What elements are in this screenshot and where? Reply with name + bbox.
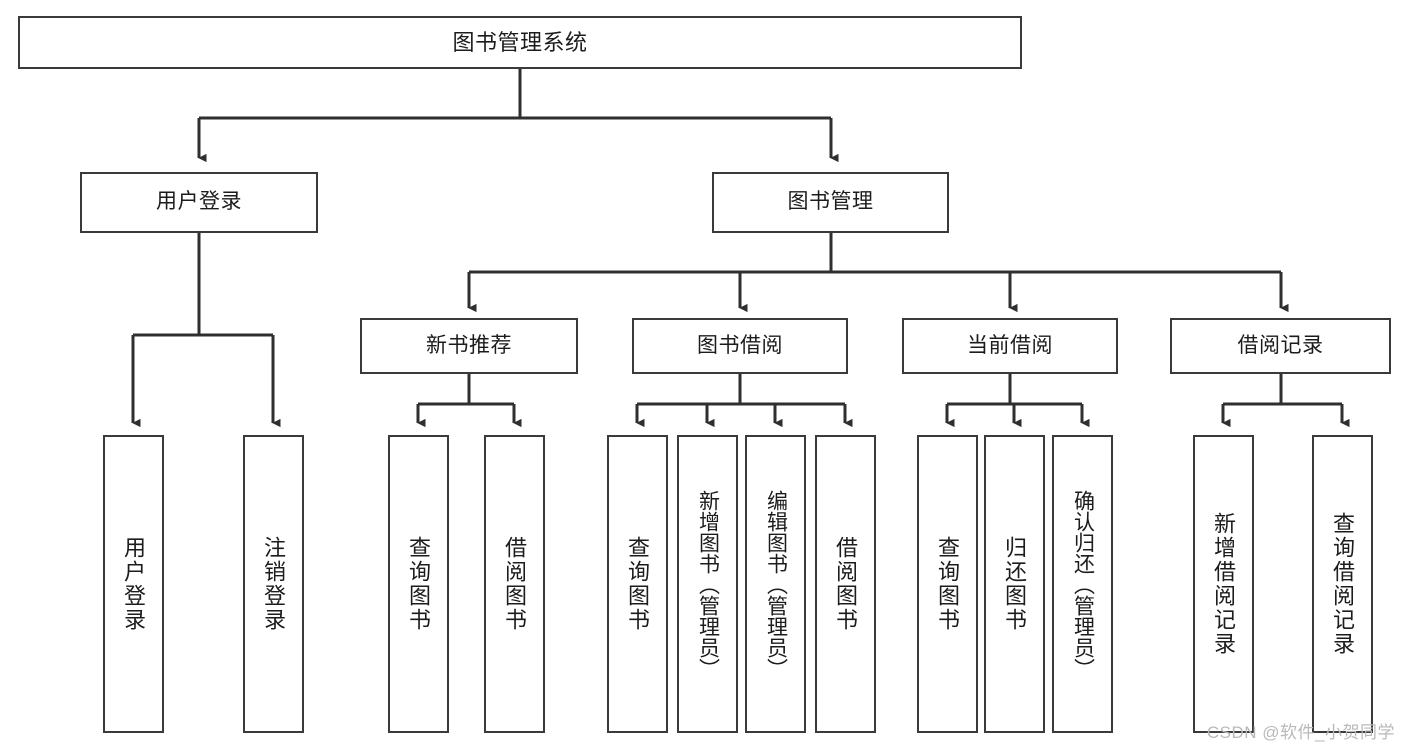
node-leaf-confirm-return-label: 确认归还（管理员） xyxy=(1071,489,1095,679)
node-leaf-add-book-label: 新增图书（管理员） xyxy=(696,489,720,679)
node-leaf-query-book-1[interactable]: 查询图书 xyxy=(388,435,449,733)
node-new-book-recommend[interactable]: 新书推荐 xyxy=(360,318,578,374)
node-leaf-add-record-label: 新增借阅记录 xyxy=(1211,512,1237,656)
node-leaf-query-book-2-label: 查询图书 xyxy=(625,536,651,632)
node-leaf-return-book-label: 归还图书 xyxy=(1002,536,1028,632)
node-current-borrow-label: 当前借阅 xyxy=(967,333,1053,357)
watermark: CSDN @软件_小贺同学 xyxy=(1206,723,1395,742)
node-book-manage-label: 图书管理 xyxy=(787,190,874,214)
node-root-label: 图书管理系统 xyxy=(452,29,588,55)
node-leaf-query-record-label: 查询借阅记录 xyxy=(1330,512,1356,656)
node-leaf-query-record[interactable]: 查询借阅记录 xyxy=(1312,435,1373,733)
node-root[interactable]: 图书管理系统 xyxy=(18,16,1022,69)
node-leaf-borrow-book-1-label: 借阅图书 xyxy=(502,536,528,632)
node-book-manage[interactable]: 图书管理 xyxy=(712,172,949,233)
node-new-book-recommend-label: 新书推荐 xyxy=(426,333,512,357)
node-leaf-query-book-2[interactable]: 查询图书 xyxy=(607,435,668,733)
node-leaf-user-logout-label: 注销登录 xyxy=(261,536,287,632)
node-book-borrow-label: 图书借阅 xyxy=(697,333,783,357)
node-leaf-borrow-book-2[interactable]: 借阅图书 xyxy=(815,435,876,733)
node-leaf-edit-book[interactable]: 编辑图书（管理员） xyxy=(745,435,806,733)
node-leaf-borrow-book-2-label: 借阅图书 xyxy=(833,536,859,632)
node-leaf-query-book-1-label: 查询图书 xyxy=(406,536,432,632)
node-leaf-user-login[interactable]: 用户登录 xyxy=(103,435,164,733)
node-leaf-add-book[interactable]: 新增图书（管理员） xyxy=(677,435,738,733)
node-user-login[interactable]: 用户登录 xyxy=(80,172,318,233)
node-borrow-record[interactable]: 借阅记录 xyxy=(1170,318,1391,374)
node-leaf-return-book[interactable]: 归还图书 xyxy=(984,435,1045,733)
node-leaf-query-book-3[interactable]: 查询图书 xyxy=(917,435,978,733)
node-leaf-edit-book-label: 编辑图书（管理员） xyxy=(764,489,788,679)
node-user-login-label: 用户登录 xyxy=(156,190,242,214)
node-leaf-add-record[interactable]: 新增借阅记录 xyxy=(1193,435,1254,733)
node-book-borrow[interactable]: 图书借阅 xyxy=(632,318,848,374)
node-leaf-query-book-3-label: 查询图书 xyxy=(935,536,961,632)
node-current-borrow[interactable]: 当前借阅 xyxy=(902,318,1118,374)
node-leaf-confirm-return[interactable]: 确认归还（管理员） xyxy=(1052,435,1113,733)
node-leaf-user-logout[interactable]: 注销登录 xyxy=(243,435,304,733)
node-leaf-borrow-book-1[interactable]: 借阅图书 xyxy=(484,435,545,733)
node-borrow-record-label: 借阅记录 xyxy=(1237,333,1324,357)
node-leaf-user-login-label: 用户登录 xyxy=(121,536,147,632)
